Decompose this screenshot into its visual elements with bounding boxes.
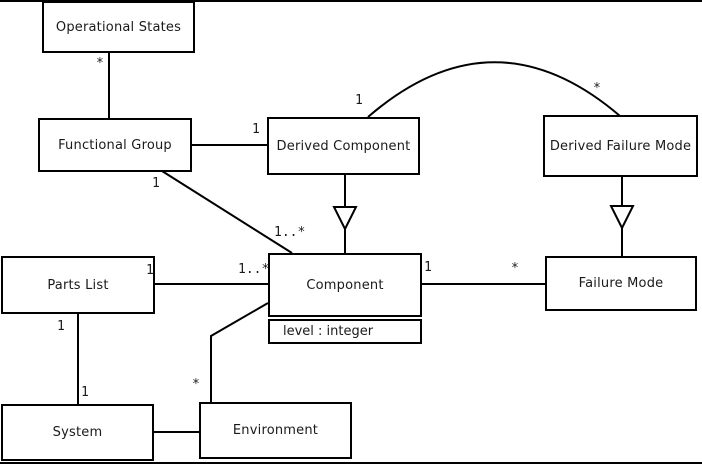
class-label: Operational States	[55, 19, 182, 35]
class-box-environment: Environment	[199, 402, 352, 459]
class-attribute-component-level: level : integer	[268, 319, 422, 344]
multiplicity-label: *	[96, 56, 104, 71]
generalization-triangle-icon	[332, 206, 358, 232]
edge-environment-component	[210, 302, 269, 402]
class-box-operational-states: Operational States	[42, 1, 195, 53]
multiplicity-label: *	[511, 261, 519, 276]
multiplicity-label: *	[593, 81, 601, 96]
edge-functional-group-component	[161, 170, 293, 254]
multiplicity-label: 1	[424, 260, 432, 275]
class-label: System	[52, 425, 103, 440]
class-label: Parts List	[47, 277, 109, 293]
class-box-component: Component	[268, 253, 422, 317]
multiplicity-label: 1	[252, 122, 260, 137]
edge-derived-component-derived-failure-mode-arc	[367, 61, 621, 118]
class-label: Derived Failure Mode	[549, 138, 692, 154]
class-box-failure-mode: Failure Mode	[545, 256, 697, 311]
class-box-functional-group: Functional Group	[38, 118, 192, 172]
multiplicity-label: 1..*	[238, 262, 270, 277]
generalization-triangle-icon	[609, 205, 635, 231]
attribute-label: level : integer	[283, 324, 374, 339]
multiplicity-label: 1	[355, 93, 363, 108]
class-label: Functional Group	[58, 137, 172, 153]
multiplicity-label: 1	[57, 319, 65, 334]
class-label: Component	[306, 277, 384, 293]
multiplicity-label: 1	[146, 263, 154, 278]
class-box-derived-component: Derived Component	[267, 117, 420, 175]
multiplicity-label: *	[192, 377, 200, 392]
multiplicity-label: 1..*	[274, 225, 306, 240]
class-label: Failure Mode	[578, 276, 664, 291]
multiplicity-label: 1	[81, 385, 89, 400]
class-label: Derived Component	[276, 138, 411, 154]
class-label: Environment	[232, 423, 319, 438]
class-box-derived-failure-mode: Derived Failure Mode	[543, 115, 698, 177]
multiplicity-label: 1	[152, 176, 160, 191]
class-box-parts-list: Parts List	[1, 256, 155, 314]
class-box-system: System	[1, 404, 154, 461]
